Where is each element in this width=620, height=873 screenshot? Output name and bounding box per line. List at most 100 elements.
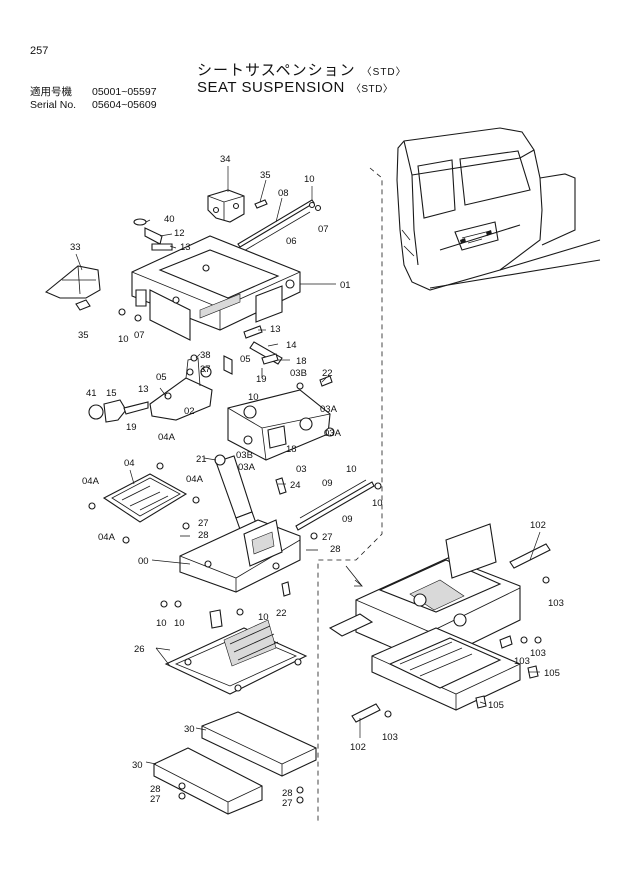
title-japanese-text: シートサスペンション xyxy=(197,62,356,79)
slide-rail-26 xyxy=(164,609,308,695)
callout-04a-left: 04A xyxy=(82,476,100,487)
callout-38: 38 xyxy=(200,350,211,361)
callout-30-b: 30 xyxy=(132,760,143,771)
pin-13 xyxy=(151,243,173,251)
callout-03a-a: 03A xyxy=(320,404,338,415)
title-japanese: シートサスペンション〈STD〉 xyxy=(197,63,407,78)
variant-label-en: 〈STD〉 xyxy=(350,84,394,95)
callout-03a-b: 03A xyxy=(324,428,342,439)
page-number: 257 xyxy=(30,45,49,57)
callout-03: 03 xyxy=(296,464,307,475)
slide-plate-04 xyxy=(102,473,188,523)
upper-frame-01 xyxy=(131,235,301,341)
callout-03b-b: 03B xyxy=(236,450,253,461)
serial-row-2: Serial No. 05604~05609 xyxy=(30,100,157,111)
nut-10-low xyxy=(236,608,244,616)
washer-27-br xyxy=(296,796,304,804)
bolt-35-top xyxy=(254,199,268,209)
callout-10-b2: 10 xyxy=(174,618,185,629)
lower-rail-30-a xyxy=(201,711,317,777)
callout-33: 33 xyxy=(70,242,81,253)
nut-03b xyxy=(296,382,304,390)
callout-10-top: 10 xyxy=(304,174,315,185)
callout-35-top: 35 xyxy=(260,170,271,181)
callout-05-right: 05 xyxy=(240,354,251,365)
washer-28-bottom xyxy=(178,782,186,790)
callout-40: 40 xyxy=(164,214,175,225)
callout-102-b: 102 xyxy=(350,742,366,753)
nut-10-b xyxy=(174,600,182,608)
callout-04a-bottom: 04A xyxy=(98,532,116,543)
callout-34: 34 xyxy=(220,154,231,165)
callout-26: 26 xyxy=(134,644,145,655)
callout-13-a: 13 xyxy=(180,242,191,253)
cab-inset xyxy=(396,127,601,291)
bolt-35-left xyxy=(75,299,91,311)
knob-15 xyxy=(103,399,127,423)
callout-24: 24 xyxy=(290,480,301,491)
callout-27-b: 27 xyxy=(322,532,333,543)
callout-28-d: 28 xyxy=(282,788,293,799)
base-bracket-00 xyxy=(179,519,301,593)
rod-08 xyxy=(237,199,315,248)
washer-07-left xyxy=(134,314,142,322)
part-05-right xyxy=(223,355,233,375)
divider-line xyxy=(317,167,383,822)
callout-10-b3: 10 xyxy=(258,612,269,623)
callout-13-c: 13 xyxy=(138,384,149,395)
callout-06: 06 xyxy=(286,236,297,247)
callout-27-c: 27 xyxy=(150,794,161,805)
callout-10-mid: 10 xyxy=(248,392,259,403)
callout-27-d: 27 xyxy=(282,798,293,809)
callout-21: 21 xyxy=(196,454,207,465)
rod-06 xyxy=(241,211,311,253)
nut-10-left xyxy=(118,308,126,316)
callout-19-b: 19 xyxy=(126,422,137,433)
title-english: SEAT SUSPENSION〈STD〉 xyxy=(197,80,393,95)
serial-label-2: Serial No. xyxy=(30,99,77,111)
callout-105-b: 105 xyxy=(488,700,504,711)
callouts: 34 35 08 10 06 07 40 12 13 33 01 35 10 0… xyxy=(70,154,564,809)
callout-102-a: 102 xyxy=(530,520,546,531)
lever-02 xyxy=(149,377,213,421)
rod-09-b xyxy=(299,479,367,519)
callout-18-b: 18 xyxy=(286,444,297,455)
nut-04a-bottom xyxy=(122,536,130,544)
rod-09 xyxy=(295,481,375,531)
callout-03a-c: 03A xyxy=(238,462,256,473)
callout-30-a: 30 xyxy=(184,724,195,735)
plate-left xyxy=(135,289,147,307)
callout-105-a: 105 xyxy=(544,668,560,679)
ring-41 xyxy=(88,404,104,420)
callout-28-b: 28 xyxy=(330,544,341,555)
washer-27 xyxy=(182,522,190,530)
washer-07 xyxy=(314,204,322,212)
nut-10-top xyxy=(308,201,316,209)
callout-27-a: 27 xyxy=(198,518,209,529)
callout-04a-right: 04A xyxy=(186,474,204,485)
callout-04: 04 xyxy=(124,458,135,469)
knob-shaft xyxy=(123,401,149,415)
callout-00: 00 xyxy=(138,556,149,567)
ring-40 xyxy=(133,218,147,226)
arrow-to-assembly xyxy=(345,565,364,587)
callout-05-left: 05 xyxy=(156,372,167,383)
callout-103-a: 103 xyxy=(548,598,564,609)
callout-10-r2: 10 xyxy=(372,498,383,509)
callout-28-a: 28 xyxy=(198,530,209,541)
nut-04a-right xyxy=(192,496,200,504)
washer-27-right xyxy=(310,532,318,540)
pin-12 xyxy=(144,227,163,245)
callout-07-left: 07 xyxy=(134,330,145,341)
part-38 xyxy=(190,354,198,362)
callout-03b-a: 03B xyxy=(290,368,307,379)
callout-10-r1: 10 xyxy=(346,464,357,475)
callout-09-b: 09 xyxy=(342,514,353,525)
nut-04a-left xyxy=(88,502,96,510)
callout-09-a: 09 xyxy=(322,478,333,489)
serial-range-2: 05604~05609 xyxy=(92,99,157,111)
serial-range-1: 05001~05597 xyxy=(92,86,157,98)
